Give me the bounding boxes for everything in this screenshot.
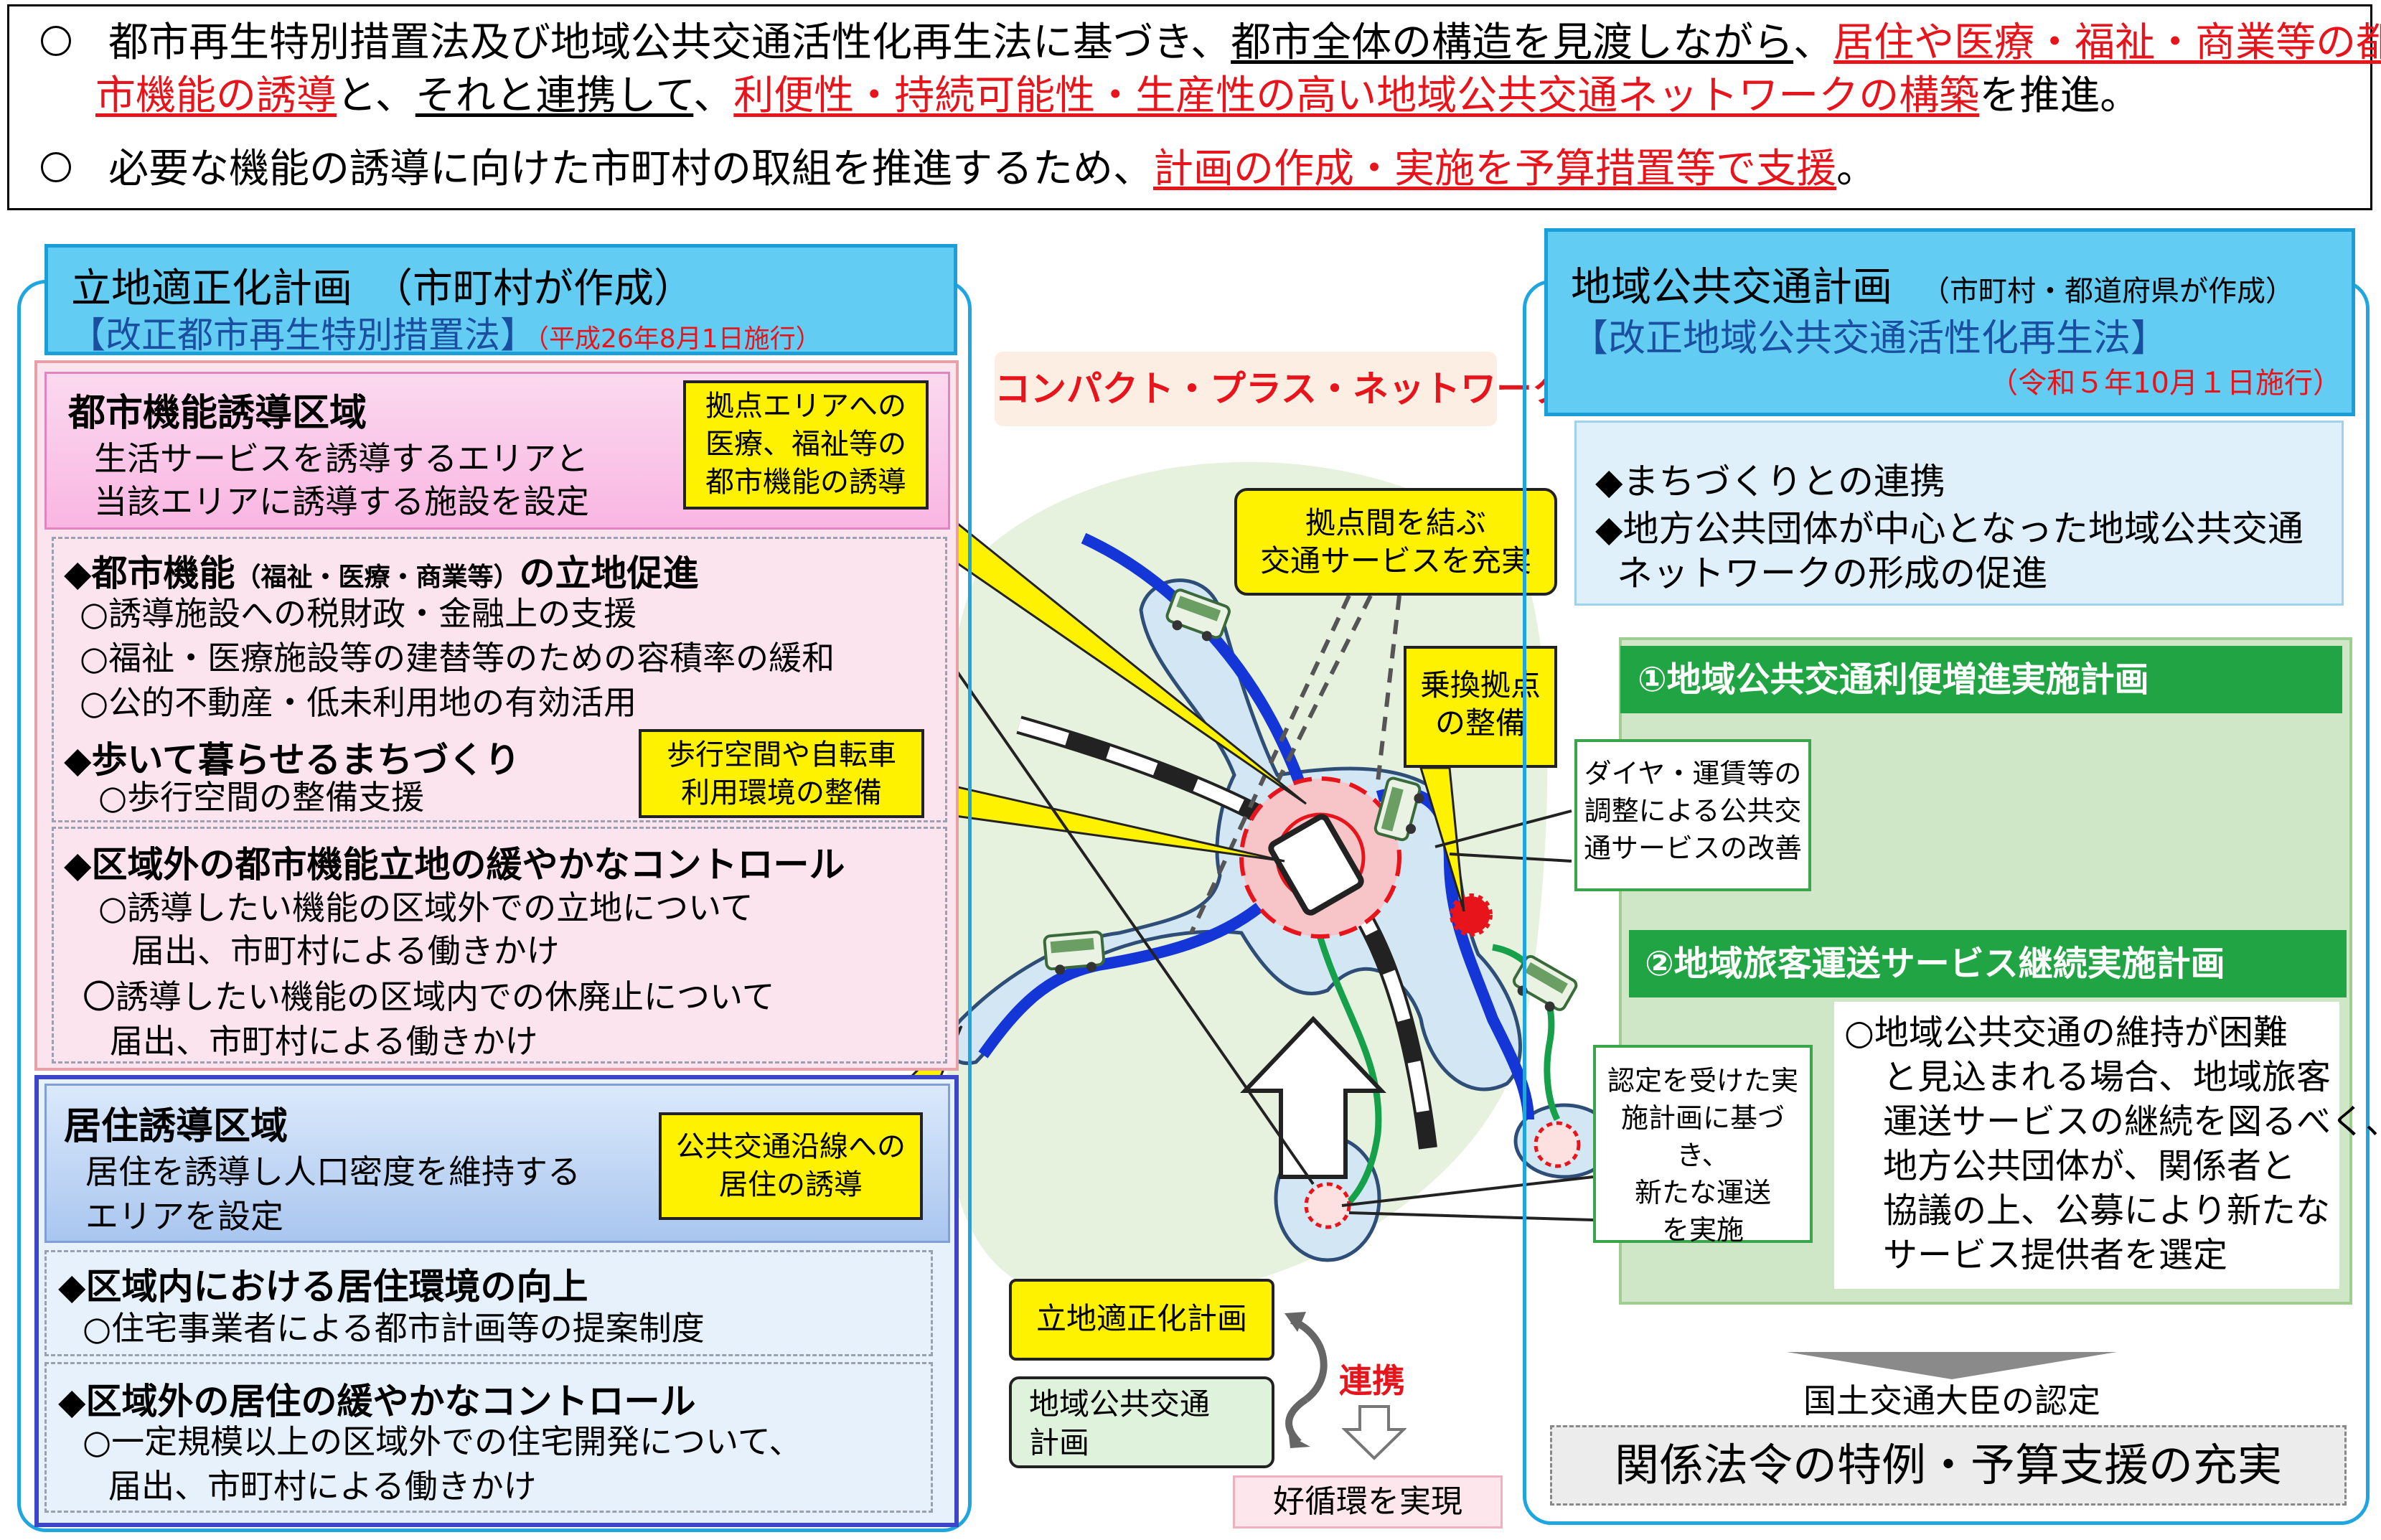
green-route-south [1310, 910, 1382, 1216]
circle-bullet-icon [41, 25, 71, 56]
callout-walkway: 歩行空間や自転車利用環境の整備 [639, 729, 924, 818]
callout-transfer-point: 乗換拠点の整備 [1404, 646, 1557, 768]
callout-plan2: 認定を受けた実施計画に基づき、新たな運送を実施 [1593, 1045, 1813, 1246]
bus-icon [1373, 776, 1424, 842]
up-arrow-icon [1240, 1015, 1386, 1179]
left-law: 【改正都市再生特別措置法】（平成26年8月1日施行） [70, 314, 822, 356]
callout-plan1: ダイヤ・運賃等の調整による公共交通サービスの改善 [1574, 739, 1811, 891]
transfer-point-icon [1450, 893, 1493, 936]
summary-line-1: 都市再生特別措置法及び地域公共交通活性化再生法に基づき、都市全体の構造を見渡しな… [41, 17, 2381, 70]
plan2-description: ○地域公共交通の維持が困難 と見込まれる場合、地域旅客 運送サービスの継続を図る… [1834, 1002, 2381, 1289]
legend-location-plan: 立地適正化計画 [1009, 1279, 1274, 1361]
measure-heading: ◆都市機能（福祉・医療・商業等）の立地促進 [64, 553, 699, 594]
callout-inter-hub-transport: 拠点間を結ぶ交通サービスを充実 [1234, 488, 1557, 596]
summary-box: 都市再生特別措置法及び地域公共交通活性化再生法に基づき、都市全体の構造を見渡しな… [7, 4, 2381, 210]
result-box: 関係法令の特例・予算支援の充実 [1550, 1425, 2347, 1506]
compact-plus-network-title: コンパクト・プラス・ネットワーク [995, 352, 1568, 426]
urban-function-control: ◆区域外の都市機能立地の緩やかなコントロール ○誘導したい機能の区域外での立地に… [52, 827, 947, 1064]
urban-function-measures: ◆都市機能（福祉・医療・商業等）の立地促進 ○誘導施設への税財政・金融上の支援 … [52, 537, 947, 822]
legend-transport-plan: 地域公共交通計画 [1009, 1376, 1274, 1468]
bus-icon [1512, 954, 1578, 1012]
callout-pointer [1419, 766, 1465, 912]
station-icon [1268, 814, 1364, 916]
approval-arrow-icon [1787, 1352, 2117, 1379]
callout-urban-function: 拠点エリアへの医療、福祉等の都市機能の誘導 [683, 380, 929, 510]
plan2-heading: ②地域旅客運送サービス継続実施計画 [1629, 930, 2347, 997]
summary-line-2: 市機能の誘導と、それと連携して、利便性・持続可能性・生産性の高い地域公共交通ネッ… [95, 72, 2141, 119]
right-title: 地域公共交通計画（市町村・都道府県が作成） [1571, 264, 2294, 311]
left-panel-header: 立地適正化計画 （市町村が作成） 【改正都市再生特別措置法】（平成26年8月1日… [44, 244, 957, 356]
residential-measures: ◆区域内における居住環境の向上 ○住宅事業者による都市計画等の提案制度 [44, 1250, 933, 1356]
plan1-heading: ①地域公共交通利便増進実施計画 [1620, 646, 2342, 713]
circle-bullet-icon [41, 151, 71, 182]
right-panel-header: 地域公共交通計画（市町村・都道府県が作成） 【改正地域公共交通活性化再生法】 （… [1544, 228, 2355, 416]
summary-line-3: 必要な機能の誘導に向けた市町村の取組を推進するため、計画の作成・実施を予算措置等… [41, 143, 1877, 196]
bus-icon [1043, 930, 1106, 975]
down-arrow-icon [1342, 1405, 1406, 1460]
cycle-arrows-icon [1285, 1312, 1328, 1448]
approval-label: 国土交通大臣の認定 [1803, 1381, 2100, 1420]
residential-control: ◆区域外の居住の緩やかなコントロール ○一定規模以上の区域外での住宅開発について… [44, 1362, 933, 1513]
legend-result: 好循環を実現 [1233, 1475, 1503, 1529]
legend-link-label: 連携 [1339, 1361, 1405, 1400]
right-points: ◆まちづくりとの連携 ◆地方公共団体が中心となった地域公共交通 ネットワークの形… [1574, 421, 2344, 606]
bus-icon [1165, 588, 1231, 642]
callout-residential: 公共交通沿線への居住の誘導 [659, 1112, 923, 1220]
